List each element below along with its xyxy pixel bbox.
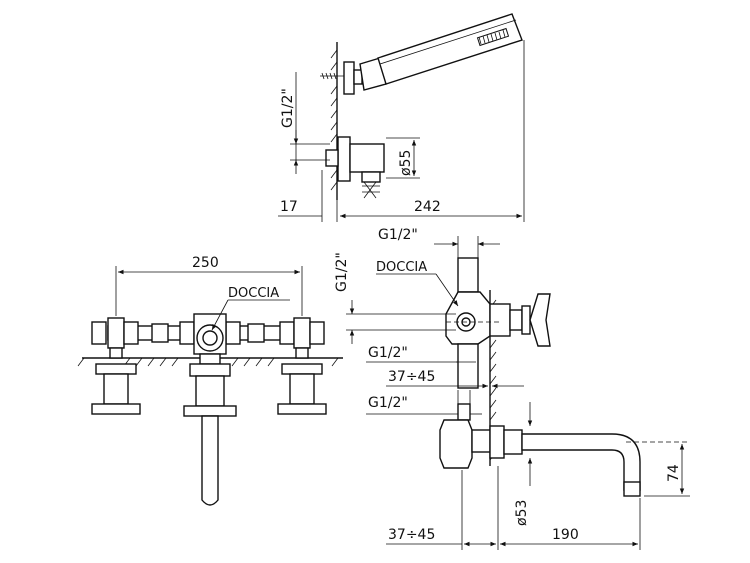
spout <box>489 425 641 497</box>
dim-height-side: 74 <box>644 444 690 497</box>
deck-hatching <box>77 357 339 367</box>
hand-shower-view: G1/2" ø55 17 242 <box>278 13 525 222</box>
height-label-side: 74 <box>666 464 682 482</box>
dim-bottom-side: 37÷45 190 <box>386 466 641 550</box>
dim-diameter-side: ø53 <box>514 402 533 526</box>
thread-label-side-mid: G1/2" <box>368 345 408 361</box>
thread-label-side-vertical: G1/2" <box>334 252 350 292</box>
lower-body <box>439 403 491 469</box>
thread-label-side-low: G1/2" <box>368 395 408 411</box>
diameter-label-side: ø53 <box>514 500 530 526</box>
length-label-top: 242 <box>414 199 441 215</box>
right-valve <box>277 317 327 415</box>
side-view: G1/2" G1/2" DOCCIA G1/2" 37÷45 G1/2" <box>334 227 690 550</box>
dim-thread-side-low: G1/2" <box>366 390 482 420</box>
dim-diameter-top: ø55 <box>386 137 420 179</box>
left-valve <box>91 317 141 415</box>
diameter-label-top: ø55 <box>398 150 414 176</box>
central-diverter <box>179 313 241 506</box>
doccia-label-front: DOCCIA <box>228 286 279 301</box>
range-label-side-bottom: 37÷45 <box>388 527 435 543</box>
range-label-side-mid: 37÷45 <box>388 369 435 385</box>
thread-label-side-top: G1/2" <box>378 227 418 243</box>
dim-thread-top: G1/2" <box>280 72 330 174</box>
dim-range-side-mid: 37÷45 <box>386 369 524 389</box>
wall-hatching <box>330 49 338 191</box>
dim-thread-side-mid: G1/2" <box>366 345 476 363</box>
upper-body <box>445 257 551 389</box>
wall-screw <box>320 72 345 80</box>
thread-label-top: G1/2" <box>280 88 296 128</box>
length-label-side: 190 <box>552 527 579 543</box>
width-label-front: 250 <box>192 255 219 271</box>
offset-label-top: 17 <box>280 199 298 215</box>
side-wall-hatching <box>489 299 497 461</box>
shower-holder <box>343 13 523 95</box>
doccia-label-side: DOCCIA <box>376 260 427 275</box>
front-view: 250 DOCCIA <box>77 255 343 506</box>
dim-thread-side-top: G1/2" <box>378 227 500 258</box>
dim-length-top: 17 242 <box>278 40 525 222</box>
dim-width-front: 250 <box>115 255 303 316</box>
shower-head-grid <box>476 27 510 47</box>
dim-thread-side-vertical: G1/2" <box>334 252 456 344</box>
wall-outlet <box>325 136 385 199</box>
